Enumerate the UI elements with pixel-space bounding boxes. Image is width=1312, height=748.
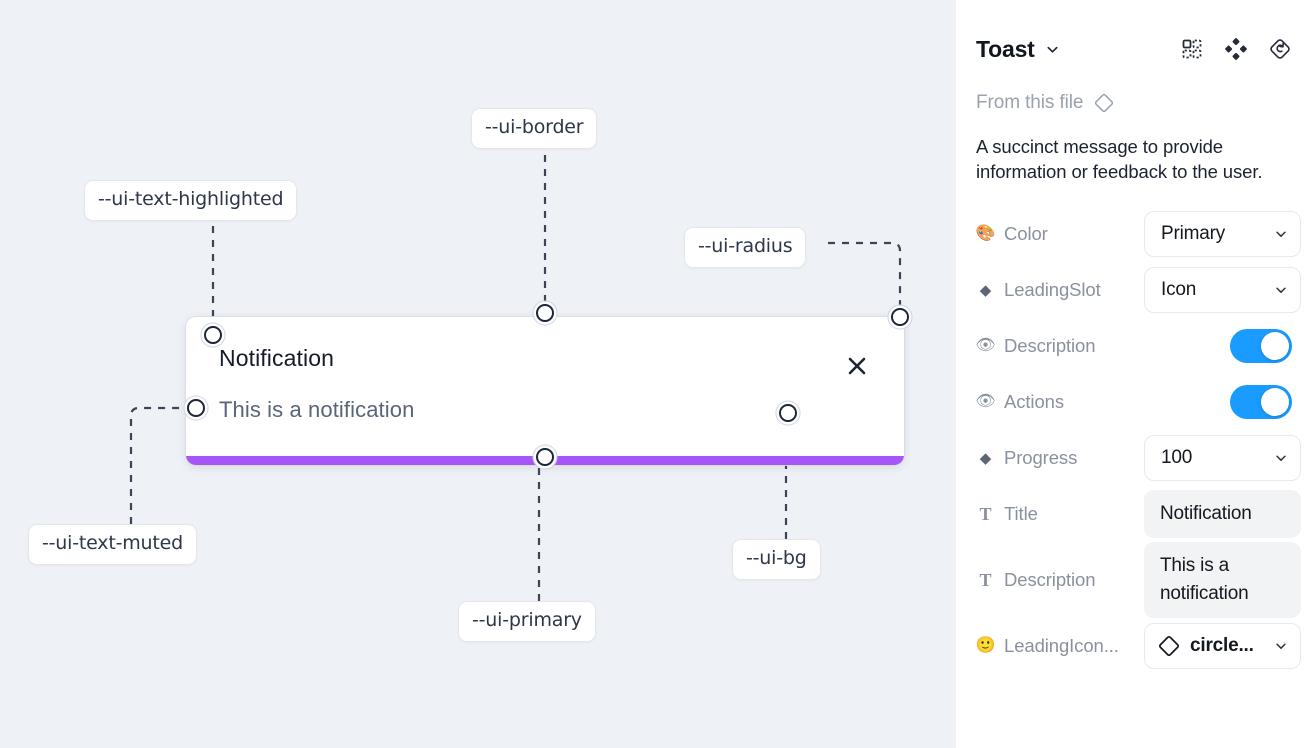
property-name: Color (1004, 223, 1048, 244)
token-anchor-dot-bg[interactable] (779, 404, 797, 422)
progress-select-value: 100 (1161, 447, 1193, 468)
from-this-file-label: From this file (976, 92, 1084, 113)
property-row-progress: ◆ Progress 100 (976, 430, 1301, 486)
description-toggle[interactable] (1230, 329, 1292, 363)
leadingslot-select-value: Icon (1161, 279, 1197, 300)
progress-select[interactable]: 100 (1144, 435, 1301, 481)
property-name: Description (1004, 335, 1096, 356)
text-icon: T (979, 570, 992, 590)
reset-icon[interactable] (1268, 37, 1292, 61)
toast-title: Notification (219, 345, 334, 371)
from-this-file-row[interactable]: From this file (976, 92, 1292, 114)
eye-icon: 👁 (976, 337, 996, 354)
property-control-progress: 100 (1144, 435, 1301, 481)
panel-header: Toast (976, 0, 1292, 76)
property-label-title: T Title (976, 503, 1144, 525)
property-label-leadingslot: ◆ LeadingSlot (976, 279, 1144, 301)
property-name: Actions (1004, 391, 1064, 412)
property-row-leadingicon: 🙂 LeadingIcon... circle... (976, 618, 1301, 674)
diamond-outline-icon (1157, 634, 1181, 658)
property-label-description-text: T Description (976, 569, 1144, 591)
toggle-knob (1261, 388, 1289, 416)
token-chip-ui-text-muted[interactable]: --ui-text-muted (28, 524, 197, 565)
property-control-actions-visibility (1230, 385, 1292, 419)
actions-toggle[interactable] (1230, 385, 1292, 419)
property-control-description-visibility (1230, 329, 1292, 363)
chevron-down-icon (1268, 227, 1288, 241)
header-actions (1180, 37, 1292, 61)
eye-icon: 👁 (976, 393, 996, 410)
property-name: Progress (1004, 447, 1078, 468)
property-label-description-visibility: 👁 Description (976, 335, 1144, 357)
token-chip-ui-text-highlighted[interactable]: --ui-text-highlighted (84, 180, 298, 221)
color-select-value: Primary (1161, 223, 1226, 244)
property-row-leadingslot: ◆ LeadingSlot Icon (976, 262, 1301, 318)
property-row-title: T Title Notification (976, 486, 1301, 542)
description-input[interactable]: This is a notification (1144, 542, 1301, 618)
chevron-down-icon (1268, 451, 1288, 465)
property-control-color: Primary (1144, 211, 1301, 257)
toggle-knob (1261, 332, 1289, 360)
property-label-leadingicon: 🙂 LeadingIcon... (976, 635, 1144, 657)
token-chip-ui-bg[interactable]: --ui-bg (732, 539, 821, 580)
token-anchor-dot-border[interactable] (536, 304, 554, 322)
diamond-outline-icon (1093, 92, 1115, 114)
text-icon: T (979, 504, 992, 524)
property-row-description-visibility: 👁 Description (976, 318, 1292, 374)
leadingslot-select[interactable]: Icon (1144, 267, 1301, 313)
palette-icon: 🎨 (976, 225, 996, 242)
property-name: LeadingIcon... (1004, 635, 1119, 656)
design-canvas[interactable]: Notification This is a notification --ui… (0, 0, 956, 748)
leadingicon-select-value: circle... (1190, 635, 1254, 656)
leadingicon-select[interactable]: circle... (1144, 623, 1301, 669)
property-row-color: 🎨 Color Primary (976, 206, 1301, 262)
token-chip-ui-radius[interactable]: --ui-radius (684, 227, 807, 268)
property-control-title: Notification (1144, 490, 1301, 538)
property-name: Description (1004, 569, 1096, 590)
diamond-icon: ◆ (979, 281, 992, 299)
property-label-actions-visibility: 👁 Actions (976, 391, 1144, 413)
title-input[interactable]: Notification (1144, 490, 1301, 538)
token-anchor-dot-radius[interactable] (891, 308, 909, 326)
chevron-down-icon (1268, 639, 1288, 653)
close-icon[interactable] (844, 353, 870, 379)
token-anchor-dot-text-muted[interactable] (187, 399, 205, 417)
color-select[interactable]: Primary (1144, 211, 1301, 257)
property-label-color: 🎨 Color (976, 223, 1144, 245)
property-control-description-text: This is a notification (1144, 542, 1301, 618)
property-name: Title (1004, 503, 1038, 524)
property-label-progress: ◆ Progress (976, 447, 1144, 469)
variants-icon[interactable] (1224, 37, 1248, 61)
connector-lines (129, 141, 902, 601)
chevron-down-icon (1268, 283, 1288, 297)
properties-list: 🎨 Color Primary ◆ LeadingSlot (976, 206, 1301, 674)
emoji-icon: 🙂 (976, 637, 996, 654)
component-description: A succinct message to provide informatio… (976, 136, 1263, 182)
property-row-description-text: T Description This is a notification (976, 542, 1301, 618)
property-control-leadingslot: Icon (1144, 267, 1301, 313)
token-chip-ui-primary[interactable]: --ui-primary (458, 601, 596, 642)
property-control-leadingicon: circle... (1144, 623, 1301, 669)
token-chip-ui-border[interactable]: --ui-border (471, 108, 598, 149)
component-name-title[interactable]: Toast (976, 35, 1035, 62)
chevron-down-icon[interactable] (1045, 42, 1060, 57)
properties-panel: Toast (956, 0, 1312, 748)
property-row-actions-visibility: 👁 Actions (976, 374, 1292, 430)
description-input-value: This is a notification (1160, 555, 1249, 604)
property-name: LeadingSlot (1004, 279, 1101, 300)
token-anchor-dot-text-highlighted[interactable] (204, 326, 222, 344)
token-anchor-dot-primary[interactable] (536, 448, 554, 466)
toast-component-preview[interactable]: Notification This is a notification (186, 317, 904, 465)
toast-description: This is a notification (219, 397, 415, 422)
component-grid-icon[interactable] (1180, 37, 1204, 61)
diamond-icon: ◆ (979, 449, 992, 467)
title-input-value: Notification (1160, 503, 1252, 524)
